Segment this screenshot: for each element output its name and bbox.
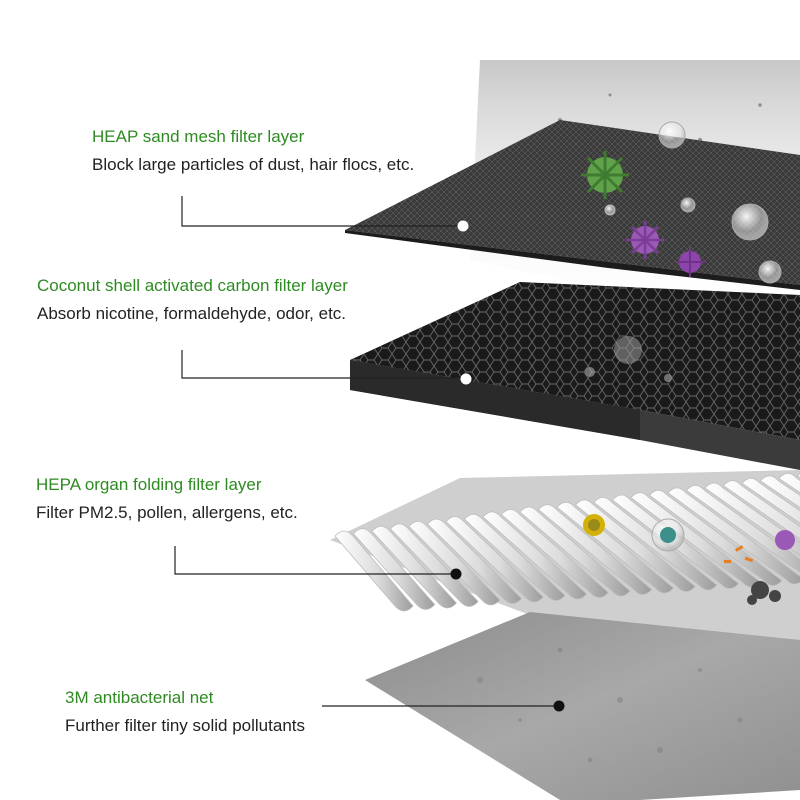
leader-dot-3 bbox=[450, 568, 462, 580]
leader-dot-4 bbox=[553, 700, 565, 712]
layer-label-sand-mesh: HEAP sand mesh filter layer Block large … bbox=[92, 126, 414, 176]
leader-line-2 bbox=[181, 350, 466, 379]
leader-lines bbox=[174, 196, 558, 707]
layer-title: HEAP sand mesh filter layer bbox=[92, 127, 305, 146]
sand-mesh-layer bbox=[345, 120, 800, 290]
leader-line-1 bbox=[181, 196, 462, 227]
layer-label-carbon: Coconut shell activated carbon filter la… bbox=[37, 275, 348, 325]
layer-description: Block large particles of dust, hair floc… bbox=[92, 155, 415, 174]
hepa-pleated-layer bbox=[330, 470, 800, 680]
leader-dot-2 bbox=[460, 373, 472, 385]
layer-label-hepa: HEPA organ folding filter layer Filter P… bbox=[36, 474, 298, 524]
pollutant-particles-top bbox=[581, 121, 782, 284]
carbon-layer bbox=[350, 282, 800, 470]
layer-title: 3M antibacterial net bbox=[65, 688, 214, 707]
leader-dot-1 bbox=[457, 220, 469, 232]
layer-title: Coconut shell activated carbon filter la… bbox=[37, 276, 348, 295]
layer-description: Filter PM2.5, pollen, allergens, etc. bbox=[36, 503, 298, 522]
layer-title: HEPA organ folding filter layer bbox=[36, 475, 262, 494]
layer-label-antibacterial: 3M antibacterial net Further filter tiny… bbox=[65, 687, 305, 737]
antibacterial-net-layer bbox=[365, 612, 800, 800]
layer-description: Absorb nicotine, formaldehyde, odor, etc… bbox=[37, 304, 347, 323]
leader-line-3 bbox=[174, 546, 455, 575]
leader-dots bbox=[450, 220, 565, 712]
layer-description: Further filter tiny solid pollutants bbox=[65, 716, 305, 735]
